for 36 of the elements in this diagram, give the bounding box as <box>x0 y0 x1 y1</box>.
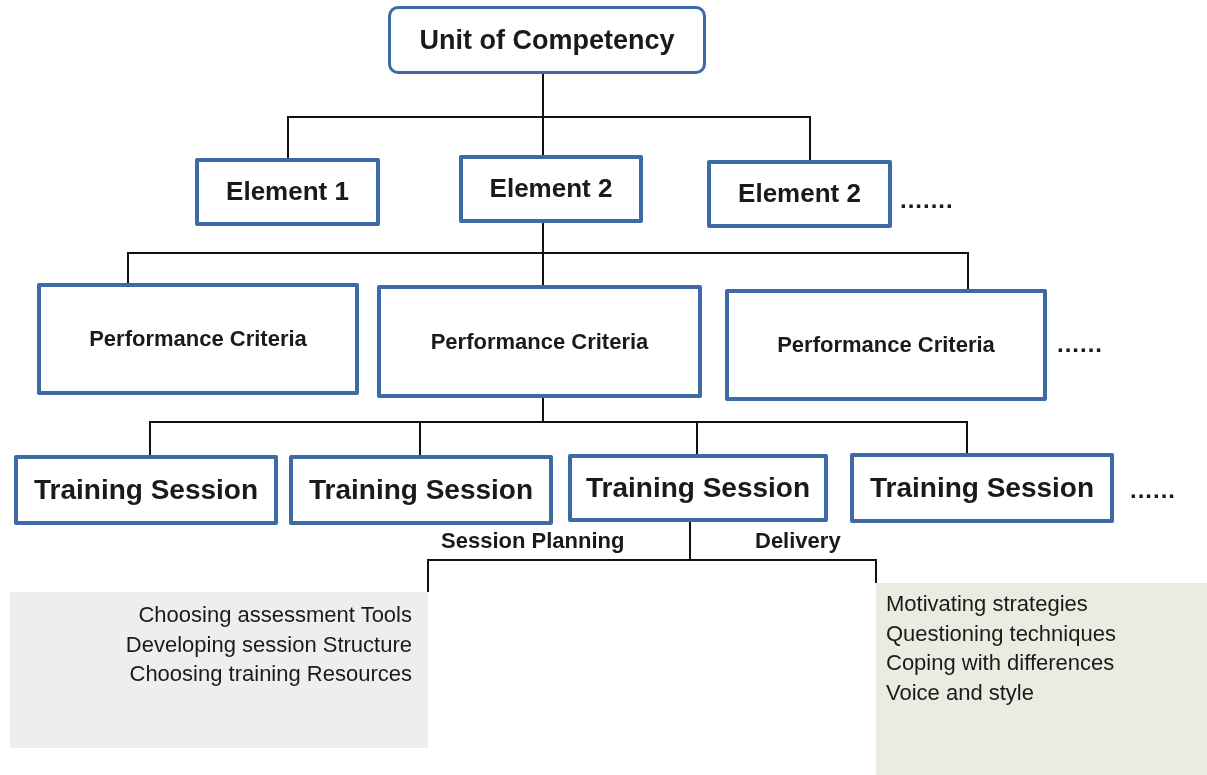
connector-line <box>542 73 811 161</box>
node-text: Training Session <box>308 473 534 508</box>
process-box <box>377 285 702 398</box>
node-text: Motivating strategies <box>886 590 1088 618</box>
process-box <box>37 283 359 395</box>
process-box <box>459 155 643 223</box>
process-box <box>14 455 278 525</box>
node-text: Performance Criteria <box>89 325 307 354</box>
process-box <box>289 455 553 525</box>
continuation-dots: ...... <box>1057 330 1103 358</box>
continuation-dots: ....... <box>900 186 954 214</box>
process-box <box>725 289 1047 401</box>
process-box <box>195 158 380 226</box>
node-text: Performance Criteria <box>777 331 995 360</box>
node-text: Voice and style <box>886 679 1034 708</box>
node-text: Element 2 <box>489 172 613 206</box>
node-text: Choosing assessment Tools <box>138 601 412 629</box>
list-panel <box>876 583 1207 775</box>
node-text: Training Session <box>585 471 811 506</box>
continuation-dots: ...... <box>1130 476 1176 504</box>
node-text: Training Session <box>869 471 1095 506</box>
node-text: Element 2 <box>738 177 861 211</box>
list-panel <box>10 592 428 748</box>
node-text: Unit of Competency <box>419 23 675 57</box>
connector-line <box>689 521 877 584</box>
node-text: Element 1 <box>226 175 349 209</box>
node-text: Training Session <box>33 473 259 508</box>
heading-box <box>388 6 706 74</box>
node-text: Coping with differences <box>886 649 1115 678</box>
node-text: Performance Criteria <box>430 327 649 356</box>
process-box <box>850 453 1114 523</box>
node-text: Choosing training Resources <box>129 660 412 689</box>
node-text: Questioning techniques <box>886 619 1116 648</box>
node-text: Developing session Structure <box>125 630 412 659</box>
process-box <box>707 160 892 228</box>
process-box <box>568 454 828 522</box>
